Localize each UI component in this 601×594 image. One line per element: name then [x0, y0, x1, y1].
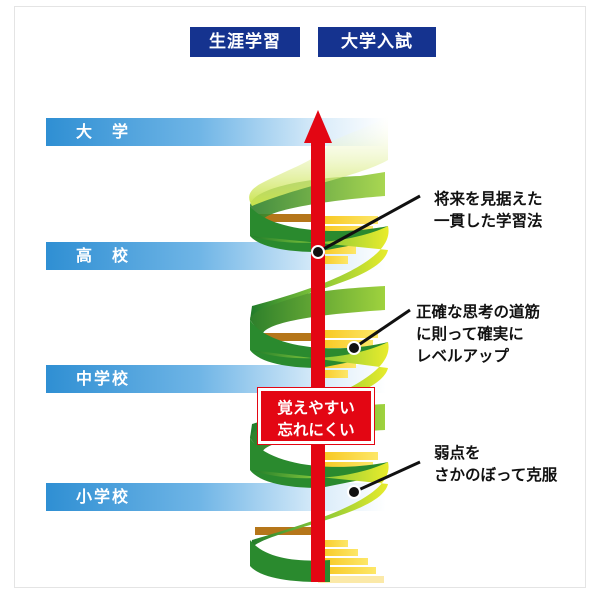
- stage-bar-junior-high: 中学校: [46, 365, 386, 393]
- leader-dot: [347, 341, 361, 355]
- header-badge-lifelong: 生涯学習: [190, 27, 300, 57]
- note-consistent-method: 将来を見据えた 一貫した学習法: [434, 190, 543, 230]
- callout-easy-to-remember: 覚えやすい 忘れにくい: [258, 388, 374, 444]
- note-leaders: [311, 194, 421, 499]
- note-overcome-weakness: 弱点を さかのぼって克服: [434, 444, 558, 484]
- note-level-up: 正確な思考の道筋 に則って確実に レベルアップ: [416, 303, 541, 365]
- leader-dot: [311, 245, 325, 259]
- header-badge-exam: 大学入試: [318, 27, 436, 57]
- stage-bar-elementary: 小学校: [46, 483, 386, 511]
- leader-dot: [347, 485, 361, 499]
